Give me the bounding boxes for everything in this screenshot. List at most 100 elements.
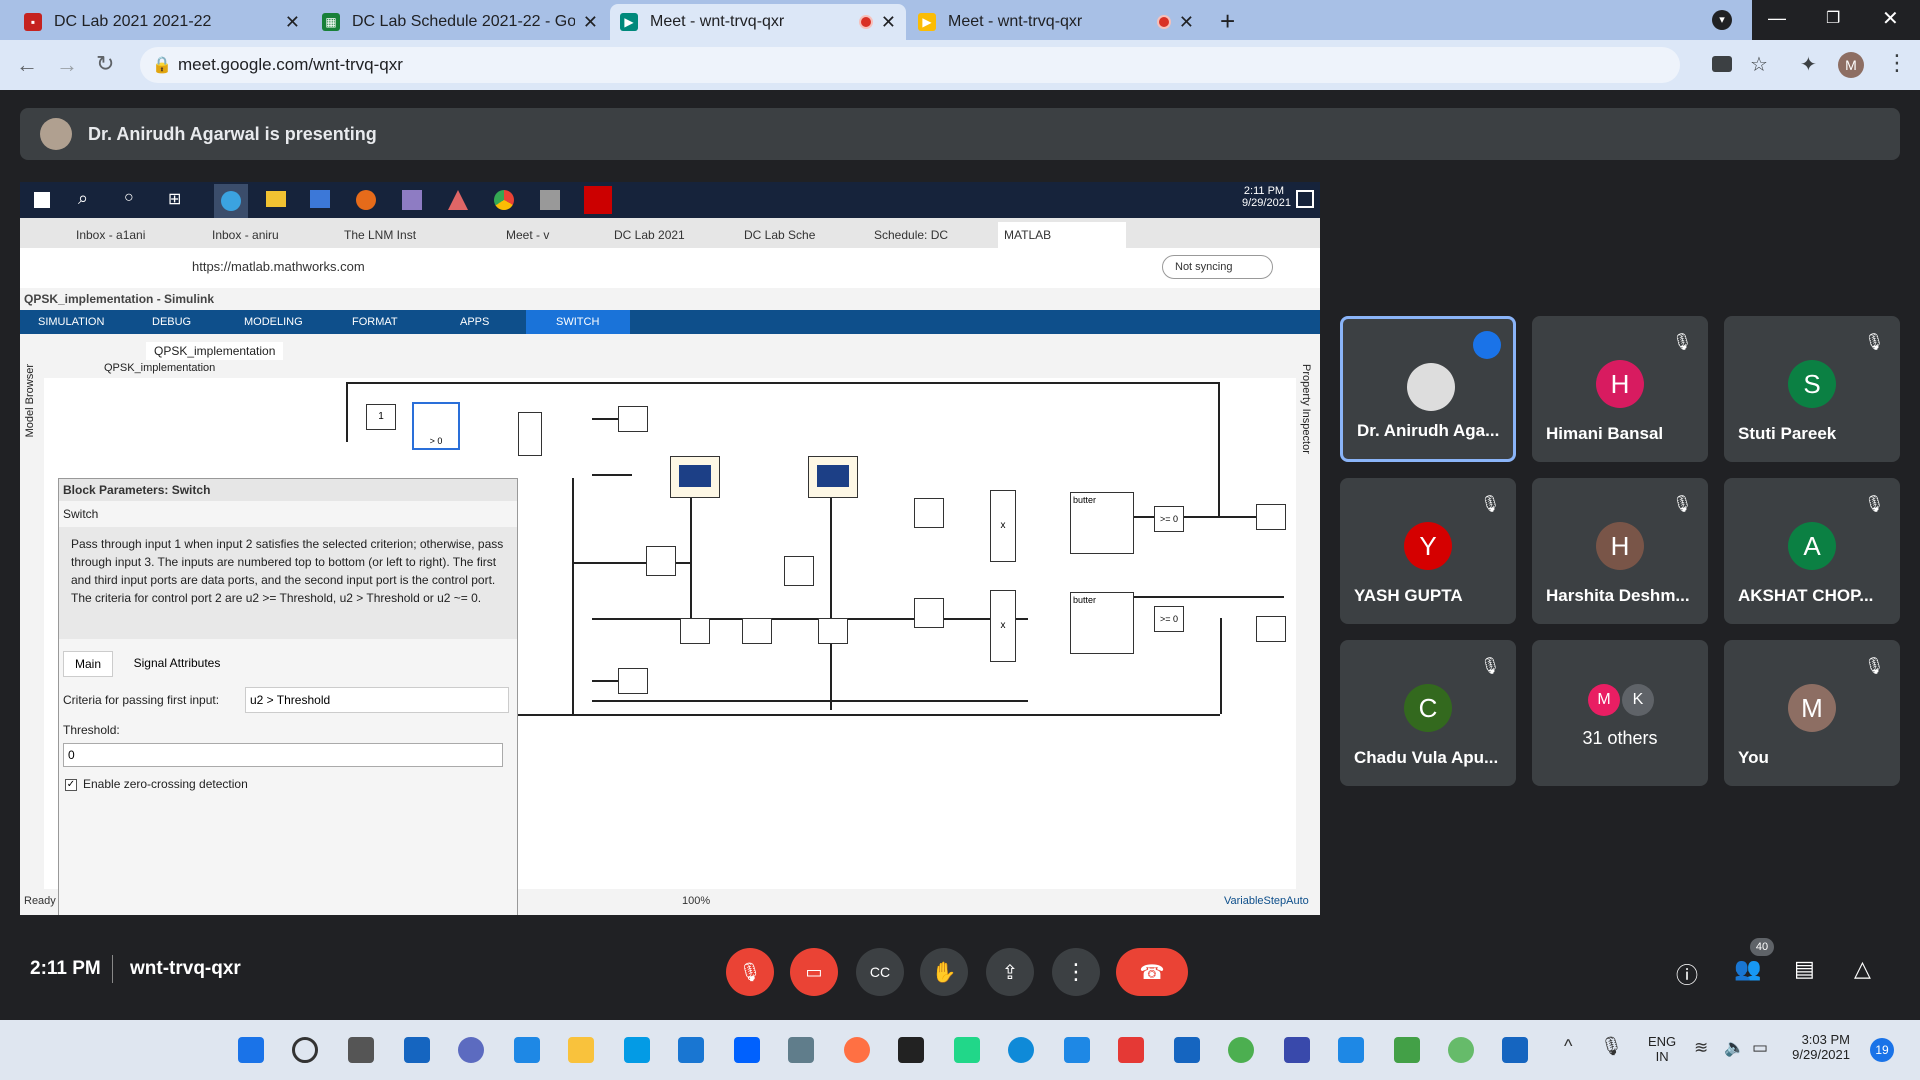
- teams-chat-icon[interactable]: [458, 1037, 484, 1063]
- participant-avatar: A: [1788, 522, 1836, 570]
- matlab-icon[interactable]: [1118, 1037, 1144, 1063]
- participant-tile[interactable]: S Stuti Pareek 🎙: [1724, 316, 1900, 462]
- firefox-icon[interactable]: [844, 1037, 870, 1063]
- butter-filter-block: butter: [1070, 592, 1134, 654]
- zero-crossing-checkbox[interactable]: ✓: [65, 779, 77, 791]
- reload-icon[interactable]: ↻: [96, 51, 115, 76]
- notification-badge[interactable]: 19: [1870, 1038, 1894, 1062]
- others-tile[interactable]: M K 31 others: [1532, 640, 1708, 786]
- leave-call-button[interactable]: ☎: [1116, 948, 1188, 996]
- dropbox-icon[interactable]: [734, 1037, 760, 1063]
- tray-chevron-icon[interactable]: ^: [1564, 1036, 1573, 1056]
- widgets-icon[interactable]: [404, 1037, 430, 1063]
- taskbar-time: 3:03 PM: [1801, 1032, 1850, 1047]
- todo-icon[interactable]: [1338, 1037, 1364, 1063]
- muted-mic-icon: 🎙: [1480, 658, 1501, 675]
- chrome-profile-icon[interactable]: [1448, 1037, 1474, 1063]
- inner-clock: 2:11 PM: [1243, 185, 1285, 197]
- address-bar[interactable]: 🔒 meet.google.com/wnt-trvq-qxr: [140, 47, 1680, 83]
- scope-block: [1256, 616, 1286, 642]
- bookmark-star-icon[interactable]: ☆: [1750, 54, 1768, 76]
- compare-block: >= 0: [1154, 506, 1184, 532]
- participant-avatar: K: [1622, 684, 1654, 716]
- pdf-icon: [584, 186, 612, 214]
- wifi-icon[interactable]: ≋: [1694, 1038, 1709, 1057]
- criteria-select[interactable]: u2 > Threshold: [245, 687, 509, 713]
- vscode-icon[interactable]: [514, 1037, 540, 1063]
- volume-icon[interactable]: 🔈: [1724, 1038, 1746, 1057]
- inner-tab-label: DC Lab 2021: [614, 228, 685, 242]
- windows-start-icon[interactable]: [238, 1037, 264, 1063]
- camera-toggle-button[interactable]: ▭: [790, 948, 838, 996]
- monitor-icon[interactable]: [624, 1037, 650, 1063]
- hand-icon: ✋: [931, 961, 957, 984]
- chrome-icon[interactable]: [1228, 1037, 1254, 1063]
- app-icon[interactable]: [1394, 1037, 1420, 1063]
- restore-icon[interactable]: ❐: [1826, 10, 1841, 27]
- chat-icon[interactable]: ▤: [1794, 956, 1815, 981]
- extensions-icon[interactable]: ✦: [1800, 54, 1817, 76]
- app-icon[interactable]: [1284, 1037, 1310, 1063]
- participant-tile[interactable]: Y YASH GUPTA 🎙: [1340, 478, 1516, 624]
- profile-avatar[interactable]: M: [1838, 52, 1864, 78]
- pycharm-icon[interactable]: [954, 1037, 980, 1063]
- meeting-code: wnt-trvq-qxr: [130, 958, 241, 979]
- close-tab-icon[interactable]: ✕: [1178, 11, 1194, 32]
- mic-toggle-button[interactable]: 🎙: [726, 948, 774, 996]
- new-tab-icon[interactable]: +: [1220, 6, 1236, 36]
- back-icon[interactable]: ←: [16, 52, 38, 77]
- close-window-icon[interactable]: ✕: [1882, 8, 1899, 30]
- browser-tab[interactable]: ▪ DC Lab 2021 2021-22 ✕: [14, 4, 310, 40]
- raise-hand-button[interactable]: ✋: [920, 948, 968, 996]
- mic-off-icon: 🎙: [738, 961, 762, 982]
- inner-address-bar: https://matlab.mathworks.com Not syncing: [20, 248, 1320, 288]
- participant-tile[interactable]: A AKSHAT CHOP... 🎙: [1724, 478, 1900, 624]
- close-tab-icon[interactable]: ✕: [880, 11, 896, 32]
- taskview-icon[interactable]: [348, 1037, 374, 1063]
- shared-screen: ⌕ ○ ⊞ 2:11 PM 9/29/2021 Inbox - a1ani In…: [20, 182, 1320, 915]
- tab-search-icon[interactable]: ▾: [1712, 10, 1732, 30]
- captions-button[interactable]: CC: [856, 948, 904, 996]
- info-icon[interactable]: ⓘ: [1676, 963, 1699, 988]
- inner-tab-label: Inbox - aniru: [212, 228, 279, 242]
- participant-tile[interactable]: C Chadu Vula Apu... 🎙: [1340, 640, 1516, 786]
- more-options-button[interactable]: ⋮: [1052, 948, 1100, 996]
- search-icon[interactable]: [292, 1037, 318, 1063]
- edge-icon[interactable]: [1008, 1037, 1034, 1063]
- close-tab-icon[interactable]: ✕: [284, 11, 300, 32]
- browser-tab[interactable]: ▶ Meet - wnt-trvq-qxr ✕: [908, 4, 1204, 40]
- terminal-icon[interactable]: [898, 1037, 924, 1063]
- browser-tab[interactable]: ▦ DC Lab Schedule 2021-22 - Goog ✕: [312, 4, 608, 40]
- activities-icon[interactable]: △: [1854, 956, 1871, 981]
- camera-off-icon: ▭: [805, 961, 823, 982]
- threshold-input[interactable]: 0: [63, 743, 503, 767]
- participant-avatar: [1407, 363, 1455, 411]
- bing-icon[interactable]: [1174, 1037, 1200, 1063]
- camera-icon[interactable]: [1712, 56, 1732, 72]
- present-button[interactable]: ⇪: [986, 948, 1034, 996]
- close-tab-icon[interactable]: ✕: [582, 11, 598, 32]
- participant-avatar: H: [1596, 360, 1644, 408]
- participant-tile[interactable]: Dr. Anirudh Aga...: [1340, 316, 1516, 462]
- muted-mic-icon: 🎙: [1672, 334, 1693, 351]
- spectrum-scope-block: [808, 456, 858, 498]
- forward-icon[interactable]: →: [56, 52, 78, 77]
- participant-tile[interactable]: M You 🎙: [1724, 640, 1900, 786]
- file-icon[interactable]: [1064, 1037, 1090, 1063]
- participant-name: Stuti Pareek: [1738, 424, 1837, 443]
- minimize-icon[interactable]: —: [1768, 8, 1786, 28]
- calculator-icon[interactable]: [788, 1037, 814, 1063]
- recording-icon: [858, 15, 873, 29]
- dialog-tab-signal-attributes[interactable]: Signal Attributes: [133, 656, 221, 670]
- store-icon[interactable]: [678, 1037, 704, 1063]
- folder-icon[interactable]: [568, 1037, 594, 1063]
- meet-icon[interactable]: [1502, 1037, 1528, 1063]
- participant-tile[interactable]: H Harshita Deshm... 🎙: [1532, 478, 1708, 624]
- people-icon[interactable]: 👥: [1734, 956, 1762, 981]
- battery-icon[interactable]: ▭: [1752, 1038, 1769, 1057]
- browser-menu-icon[interactable]: ⋮: [1886, 50, 1908, 75]
- browser-tab-active[interactable]: ▶ Meet - wnt-trvq-qxr ✕: [610, 4, 906, 40]
- participant-tile[interactable]: H Himani Bansal 🎙: [1532, 316, 1708, 462]
- mic-icon[interactable]: 🎙: [1600, 1036, 1623, 1056]
- dialog-tab-main[interactable]: Main: [63, 651, 113, 677]
